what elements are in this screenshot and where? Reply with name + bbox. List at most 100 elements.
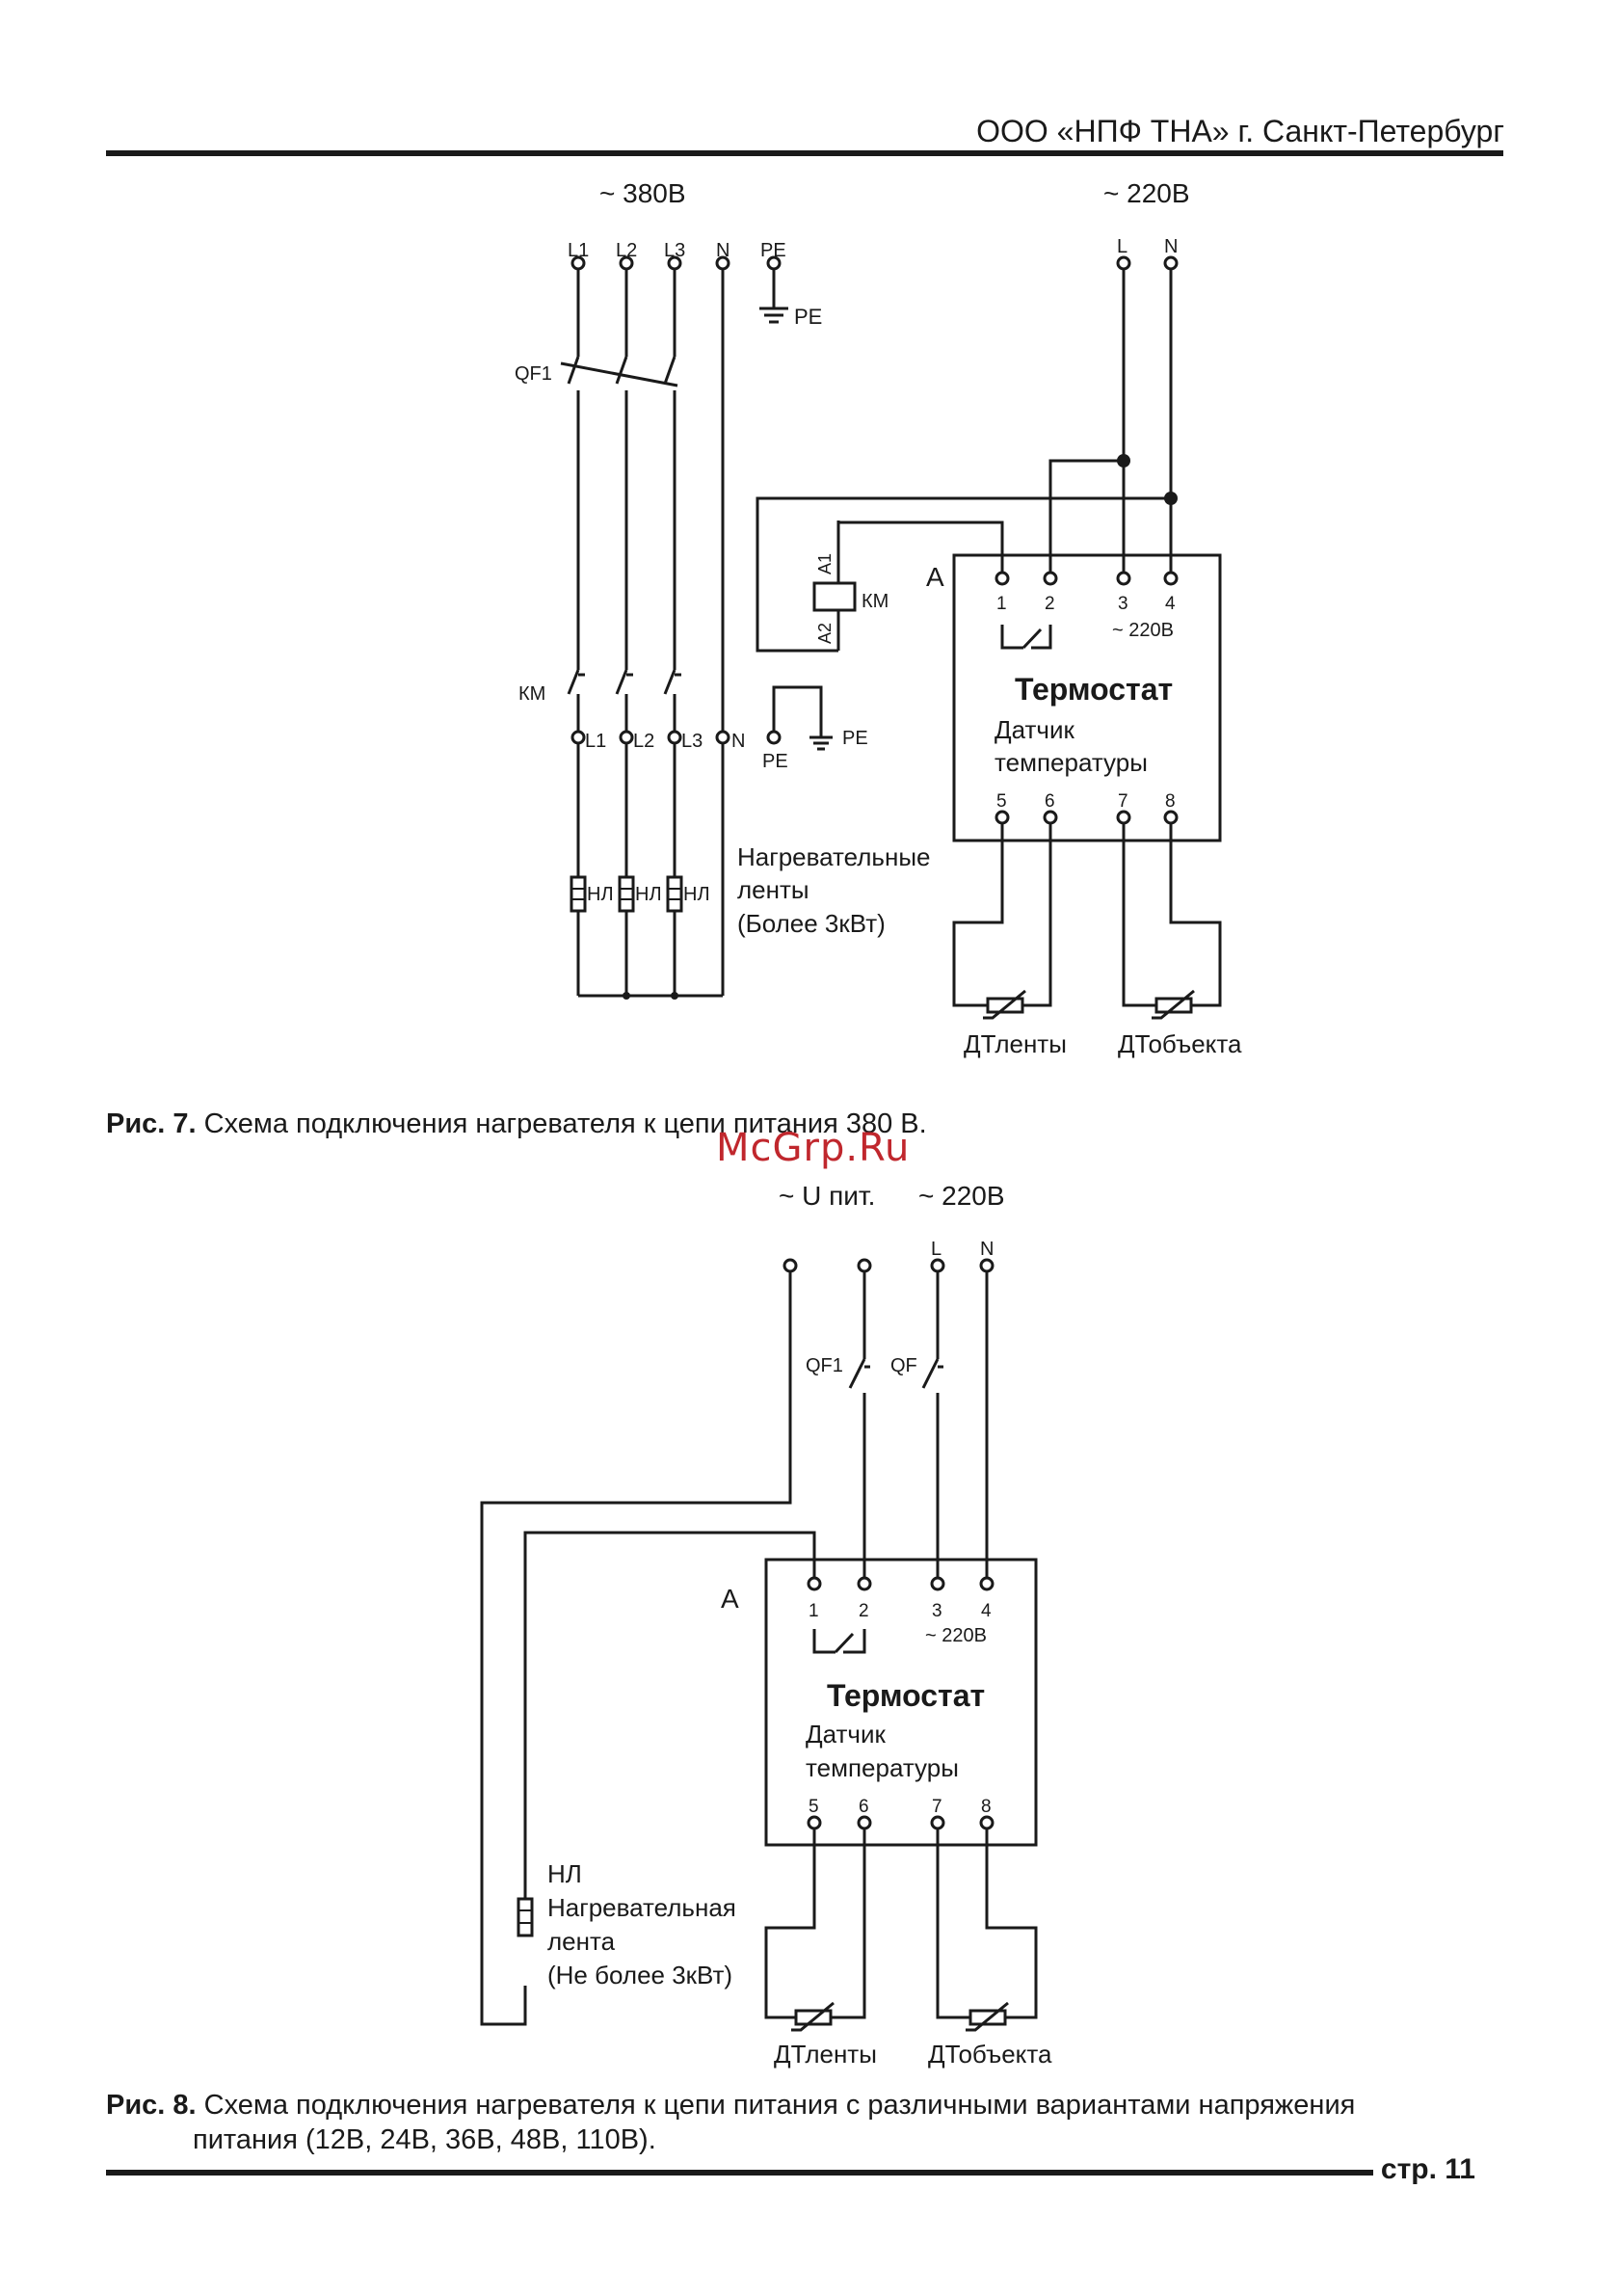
fig8-terminal-l (930, 1258, 945, 1273)
fig7-thermostat-box (952, 553, 1222, 842)
fig8-caption-text-2: питания (12В, 24В, 36В, 48В, 110В). (193, 2124, 656, 2155)
label-pin-2: 2 (1045, 594, 1055, 614)
fig8-label-220v: ~ 220В (918, 1181, 1005, 1211)
km-coil (812, 581, 857, 612)
label-a2: A2 (815, 623, 835, 644)
fig7-heaters (570, 875, 683, 913)
fig8-supply-u-wire (480, 1270, 792, 2026)
label-pe2-left: PE (762, 751, 788, 772)
label-pin-1: 1 (996, 594, 1007, 614)
pin-7 (1116, 810, 1131, 825)
label-pin-supply: ~ 220В (1112, 620, 1174, 641)
fig8-thermostat-sub1: Датчик (806, 1720, 886, 1749)
fig8-label-pin-6: 6 (859, 1797, 869, 1817)
fig8-label-pin-supply: ~ 220В (925, 1625, 987, 1646)
heater-hl1 (570, 875, 587, 913)
fig8-label-pin-5: 5 (809, 1797, 819, 1817)
pin-6 (1043, 810, 1058, 825)
footer-rule (106, 2170, 1373, 2176)
fig8-label-pin-4: 4 (981, 1601, 992, 1621)
fig8-label-device-a: А (721, 1584, 739, 1614)
fig8-pin-8 (979, 1815, 995, 1830)
fig7-relay-contact-right (1031, 625, 1052, 650)
terminal-out-pe (766, 730, 782, 745)
terminal-out-n (715, 730, 730, 745)
fig8-sensor1-wire-right (831, 1826, 866, 2019)
thermostat-title: Термостат (1015, 672, 1173, 707)
thermostat-sub1: Датчик (995, 715, 1074, 744)
label-km-contacts: КМ (518, 683, 545, 705)
fig8-heater-line-2: Нагревательная (547, 1893, 736, 1922)
label-l3: L3 (664, 240, 685, 261)
fig8-label-u: ~ U пит. (779, 1181, 875, 1211)
label-a1: A1 (815, 553, 835, 574)
label-220v: ~ 220В (1103, 178, 1190, 208)
fig8-label-pin-1: 1 (809, 1601, 819, 1621)
label-220-n: N (1164, 236, 1178, 257)
pin-2 (1043, 571, 1058, 586)
fig8-sensor-label-1: ДТленты (774, 2040, 877, 2069)
fig8-caption-label: Рис. 8. (106, 2090, 197, 2121)
fig8-label-pin-2: 2 (859, 1601, 869, 1621)
km-coil-a2-wire (756, 496, 1171, 653)
label-pe2-right: PE (842, 728, 868, 749)
fig8-label-qf1: QF1 (806, 1355, 843, 1376)
terminal-220-l (1116, 255, 1131, 271)
label-380v: ~ 380В (599, 178, 686, 208)
fig8-relay-contact-blade (834, 1632, 855, 1654)
km-contact-1 (567, 669, 580, 695)
fig8-sensor2-wire-right (985, 1826, 1038, 2019)
pin-3 (1116, 571, 1131, 586)
fig8-pin-6 (857, 1815, 872, 1830)
heater-hl3 (666, 875, 683, 913)
fig8-pin-1 (807, 1576, 822, 1591)
fig7-labels: ~ 380В ~ 220В L1 L2 L3 N PE L N PE QF1 К… (515, 178, 1242, 1058)
fig8-label-pin-7: 7 (932, 1797, 942, 1817)
fig7-sensor2-resistor (1154, 997, 1193, 1014)
label-hl1: НЛ (587, 884, 614, 905)
fig8-qf1-contact (848, 1358, 866, 1389)
fig8-sensor1-thermistor-arrow (791, 2001, 835, 2032)
label-pin-4: 4 (1165, 594, 1176, 614)
fig8-caption: Рис. 8. Схема подключения нагревателя к … (106, 2088, 1355, 2157)
junction-dot (671, 992, 678, 1000)
fig7-sensor1-wire-left (952, 821, 1004, 1007)
fig8-wiring (480, 1270, 1038, 2032)
fig7-caption-text: Схема подключения нагревателя к цепи пит… (203, 1108, 927, 1139)
fig7-sensor1-resistor (986, 997, 1024, 1014)
fig8-sensor1-wire-left (764, 1826, 816, 2019)
qf1-contact-3 (663, 356, 676, 385)
pin-8 (1163, 810, 1179, 825)
fig7-relay-contact-left (1000, 625, 1023, 650)
terminal-out-l2 (619, 730, 634, 745)
terminal-out-l1 (570, 730, 586, 745)
fig8-sensor2-thermistor-arrow (966, 2001, 1009, 2032)
heaters-line-2: ленты (737, 875, 809, 904)
terminal-l3 (667, 255, 682, 271)
qf1-contact-2 (615, 356, 628, 385)
label-out-l1: L1 (585, 731, 606, 752)
fig8-relay-contact-right (843, 1629, 866, 1654)
fig8-label-n: N (980, 1239, 994, 1260)
label-pin-5: 5 (996, 791, 1007, 812)
km-contact-2 (615, 669, 628, 695)
fig8-terminal-u2 (857, 1258, 872, 1273)
label-l2: L2 (616, 240, 637, 261)
thermostat-sub2: температуры (995, 748, 1148, 777)
page-number: стр. 11 (1380, 2153, 1475, 2185)
label-hl2: НЛ (635, 884, 662, 905)
fig8-heater-line-1: НЛ (547, 1859, 582, 1888)
heater-hl2 (618, 875, 635, 913)
fig8-thermostat-sub2: температуры (806, 1753, 959, 1782)
label-device-a: А (926, 562, 944, 592)
sensor-label-1: ДТленты (964, 1029, 1067, 1058)
fig8-thermostat-box (764, 1558, 1038, 1847)
label-pe: PE (760, 240, 786, 261)
fig7-pin2-wire (1048, 459, 1124, 578)
fig8-terminals (782, 1258, 995, 1830)
km-coil-a1-wire (836, 521, 1004, 578)
fig7-sensor2-wire-left (1122, 821, 1156, 1007)
fig8-qf-contact (921, 1358, 940, 1389)
km-contact-3 (663, 669, 676, 695)
